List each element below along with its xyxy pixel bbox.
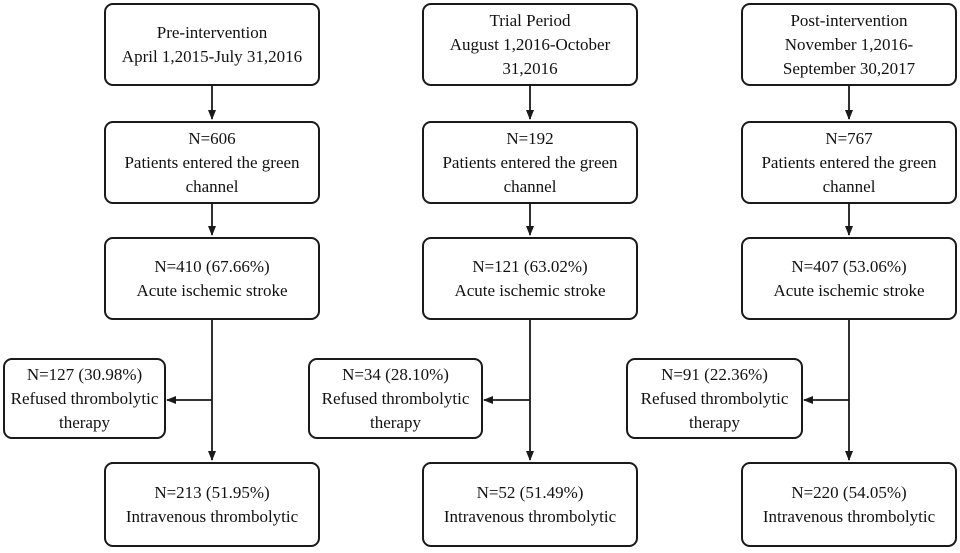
entered-count: N=192 xyxy=(506,128,554,148)
period-name: Post-intervention xyxy=(790,10,908,30)
period-dates: November 1,2016- xyxy=(784,34,914,54)
refused-count: N=91 (22.36%) xyxy=(661,364,768,384)
stroke-label: Acute ischemic stroke xyxy=(454,280,606,300)
entered-box-1: N=606 Patients entered the green channel xyxy=(104,121,320,204)
stroke-count: N=121 (63.02%) xyxy=(472,256,588,276)
treated-label: Intravenous thrombolytic xyxy=(443,506,617,526)
refused-box-3: N=91 (22.36%) Refused thrombolytic thera… xyxy=(626,358,803,439)
entered-label-cont: channel xyxy=(822,176,876,196)
stroke-box-3: N=407 (53.06%) Acute ischemic stroke xyxy=(741,237,957,320)
stroke-count: N=407 (53.06%) xyxy=(791,256,907,276)
entered-label-cont: channel xyxy=(185,176,239,196)
stroke-box-2: N=121 (63.02%) Acute ischemic stroke xyxy=(422,237,638,320)
period-dates-cont: September 30,2017 xyxy=(782,58,916,78)
refused-box-1: N=127 (30.98%) Refused thrombolytic ther… xyxy=(3,358,166,439)
period-name: Pre-intervention xyxy=(156,22,268,42)
entered-label: Patients entered the green xyxy=(124,152,300,172)
stroke-box-1: N=410 (67.66%) Acute ischemic stroke xyxy=(104,237,320,320)
treated-count: N=220 (54.05%) xyxy=(791,482,907,502)
refused-label-cont: therapy xyxy=(689,412,740,432)
refused-label: Refused thrombolytic xyxy=(10,388,159,408)
treated-label: Intravenous thrombolytic xyxy=(125,506,299,526)
entered-label-cont: channel xyxy=(503,176,557,196)
refused-count: N=127 (30.98%) xyxy=(26,364,143,384)
period-name: Trial Period xyxy=(489,10,571,30)
refused-count: N=34 (28.10%) xyxy=(342,364,449,384)
period-dates: August 1,2016-October xyxy=(449,34,611,54)
treated-box-1: N=213 (51.95%) Intravenous thrombolytic xyxy=(104,462,320,547)
period-dates: April 1,2015-July 31,2016 xyxy=(121,46,303,66)
period-box-1: Pre-intervention April 1,2015-July 31,20… xyxy=(104,3,320,86)
treated-box-2: N=52 (51.49%) Intravenous thrombolytic xyxy=(422,462,638,547)
refused-label-cont: therapy xyxy=(370,412,421,432)
refused-label-cont: therapy xyxy=(59,412,110,432)
entered-label: Patients entered the green xyxy=(442,152,618,172)
refused-box-2: N=34 (28.10%) Refused thrombolytic thera… xyxy=(308,358,483,439)
entered-box-3: N=767 Patients entered the green channel xyxy=(741,121,957,204)
stroke-label: Acute ischemic stroke xyxy=(773,280,925,300)
refused-label: Refused thrombolytic xyxy=(321,388,470,408)
entered-count: N=767 xyxy=(825,128,873,148)
entered-box-2: N=192 Patients entered the green channel xyxy=(422,121,638,204)
stroke-label: Acute ischemic stroke xyxy=(136,280,288,300)
treated-box-3: N=220 (54.05%) Intravenous thrombolytic xyxy=(741,462,957,547)
refused-label: Refused thrombolytic xyxy=(640,388,789,408)
period-box-3: Post-intervention November 1,2016- Septe… xyxy=(741,3,957,86)
treated-count: N=52 (51.49%) xyxy=(476,482,584,502)
entered-count: N=606 xyxy=(188,128,236,148)
entered-label: Patients entered the green xyxy=(761,152,937,172)
period-dates-cont: 31,2016 xyxy=(502,58,558,78)
treated-label: Intravenous thrombolytic xyxy=(762,506,936,526)
period-box-2: Trial Period August 1,2016-October 31,20… xyxy=(422,3,638,86)
treated-count: N=213 (51.95%) xyxy=(154,482,270,502)
stroke-count: N=410 (67.66%) xyxy=(154,256,270,276)
